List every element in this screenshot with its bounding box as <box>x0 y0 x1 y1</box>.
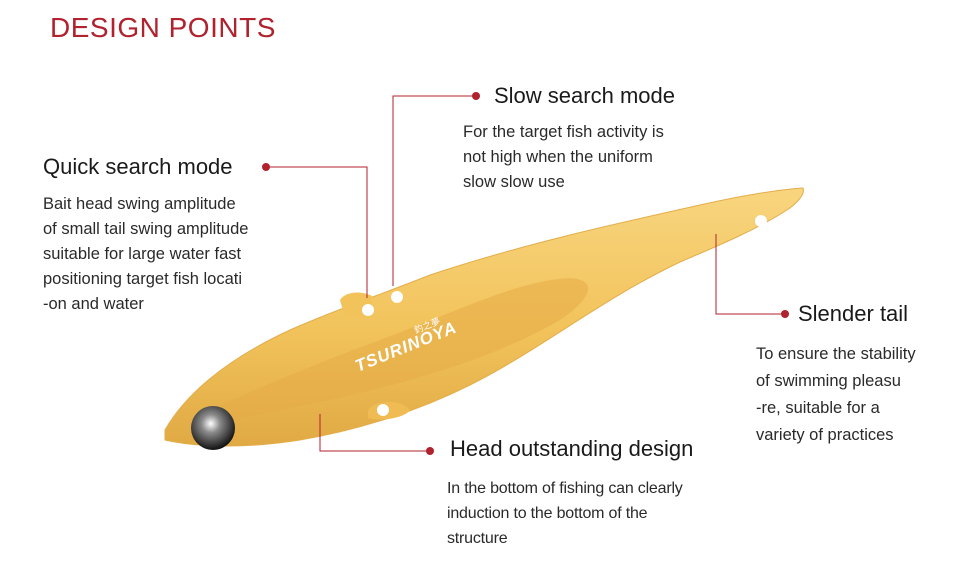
leader-line-quick-search <box>266 166 368 298</box>
leader-dot-slender-tail <box>781 310 789 318</box>
page-title: DESIGN POINTS <box>50 12 276 43</box>
lure-eye <box>191 406 235 450</box>
quick-search-description: Bait head swing amplitude of small tail … <box>43 195 249 313</box>
leader-dot-quick-search <box>262 163 270 171</box>
lure-ridge-shadow <box>190 278 589 430</box>
leader-line-slow-search <box>392 95 476 286</box>
slender-tail-description: To ensure the stability of swimming plea… <box>756 345 916 444</box>
slow-search-heading: Slow search mode <box>494 83 675 108</box>
leader-dot-head-design <box>426 447 434 455</box>
leader-line-slender-tail <box>715 234 785 315</box>
slender-tail-heading: Slender tail <box>798 301 909 326</box>
lure-hole <box>391 291 403 303</box>
quick-search-heading: Quick search mode <box>43 154 233 179</box>
lure-hole <box>377 404 389 416</box>
leader-line-head-design <box>319 414 430 452</box>
slow-search-description: For the target fish activity is not high… <box>463 123 664 191</box>
lure-hole <box>755 215 767 227</box>
head-design-heading: Head outstanding design <box>450 436 694 461</box>
leader-dot-slow-search <box>472 92 480 100</box>
head-design-description: In the bottom of fishing can clearly ind… <box>447 480 683 547</box>
lure-hole <box>362 304 374 316</box>
